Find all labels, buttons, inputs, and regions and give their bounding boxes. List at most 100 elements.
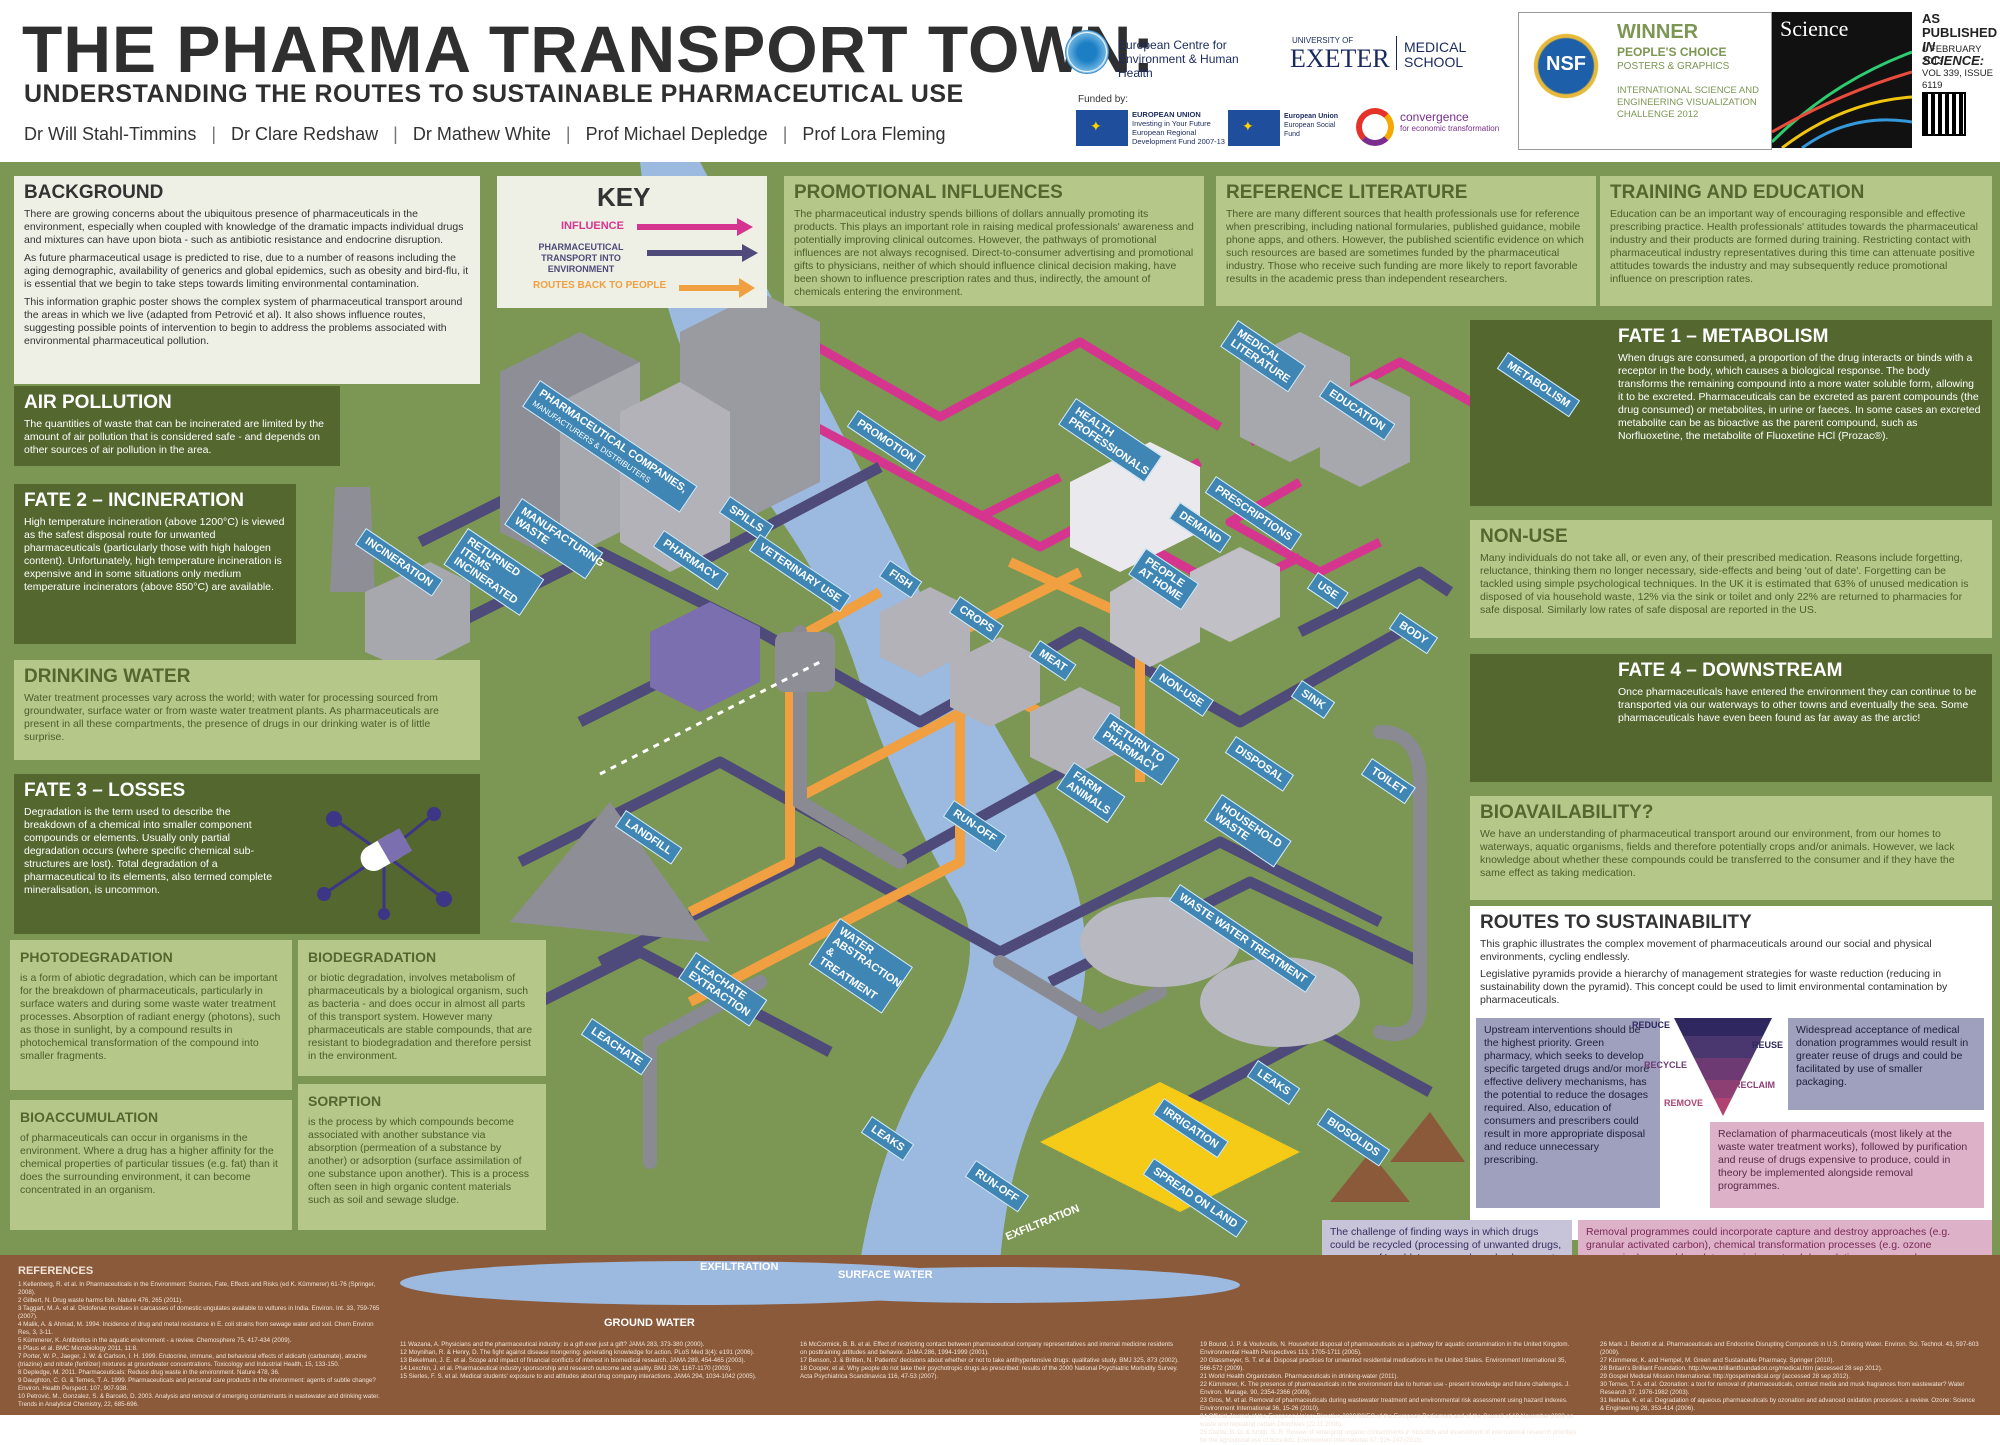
publication-date: 1 FEBRUARY 2013	[1922, 44, 1982, 67]
water-tower	[775, 632, 835, 692]
reference-item: 5 Kümmerer, K. Antibiotics in the aquati…	[18, 1337, 292, 1344]
eu-flag-icon: ✦	[1228, 110, 1280, 146]
reference-item: 20 Glassmeyer, S. T. et al. Disposal pra…	[1200, 1357, 1567, 1372]
training-education-title: TRAINING AND EDUCATION	[1610, 182, 1865, 203]
non-use-panel: NON-USE Many individuals do not take all…	[1470, 520, 1992, 638]
fate1-panel: FATE 1 – METABOLISM When drugs are consu…	[1470, 320, 1992, 506]
influence-arrow-icon	[637, 218, 753, 236]
nsf-badge-icon: NSF	[1531, 31, 1601, 101]
crops-building	[950, 637, 1040, 727]
convergence-line: convergence	[1400, 110, 1469, 124]
reference-item: 19 Bound, J. P. & Voulvoulis, N. Househo…	[1200, 1341, 1570, 1356]
pipe	[1373, 725, 1427, 1041]
air-pollution-panel: AIR POLLUTION The quantities of waste th…	[14, 386, 340, 466]
exfiltration-label: EXFILTRATION	[700, 1261, 779, 1273]
author-name: Dr Clare Redshaw	[231, 124, 379, 144]
eu-esf-line: European Union	[1284, 113, 1339, 120]
eu-flag-icon: ✦	[1076, 110, 1128, 146]
reference-item: 4 Malik, A. & Ahmad, M. 1994. Incidence …	[18, 1321, 374, 1336]
convergence-line: for economic transformation	[1400, 124, 1500, 133]
challenge-label: INTERNATIONAL SCIENCE AND ENGINEERING VI…	[1617, 85, 1759, 120]
fate3-title: FATE 3 – LOSSES	[24, 780, 186, 801]
separator: |	[565, 124, 571, 144]
health-building	[1070, 442, 1200, 572]
influence-route	[977, 472, 1063, 522]
reference-literature-text: There are many different sources that he…	[1226, 208, 1584, 285]
reference-item: 3 Taggart, M. A. et al. Diclofenac resid…	[18, 1305, 380, 1320]
sorption-title: SORPTION	[308, 1093, 382, 1109]
fate1-text: When drugs are consumed, a proportion of…	[1618, 352, 1981, 442]
key-routes-label: ROUTES BACK TO PEOPLE	[533, 280, 667, 291]
reference-item: 11 Wazana, A. Physicians and the pharmac…	[400, 1341, 705, 1348]
background-paragraph: There are growing concerns about the ubi…	[24, 208, 464, 246]
reference-item: 18 Cooper, et al. Why people do not take…	[800, 1365, 1178, 1380]
winner-award-box: NSF WINNER PEOPLE'S CHOICE POSTERS & GRA…	[1518, 12, 1772, 150]
key-influence-label: INFLUENCE	[561, 220, 624, 232]
transport-arrow-icon	[647, 244, 758, 262]
biodegradation-text: or biotic degradation, involves metaboli…	[308, 972, 533, 1062]
separator: |	[211, 124, 217, 144]
funded-by-label: Funded by:	[1078, 94, 1129, 105]
pyramid-label-remove: REMOVE	[1664, 1098, 1704, 1108]
biodegradation-panel: BIODEGRADATION or biotic degradation, in…	[298, 940, 546, 1076]
promotional-influences-text: The pharmaceutical industry spends billi…	[794, 208, 1194, 298]
fate2-title: FATE 2 – INCINERATION	[24, 490, 244, 511]
reference-item: 31 Ikehata, K. et al. Degradation of aqu…	[1600, 1397, 1975, 1412]
science-cover-art	[1772, 50, 1912, 148]
reference-item: 30 Ternes, T. A. et al. Ozonation: a too…	[1600, 1381, 1965, 1396]
fate4-text: Once pharmaceuticals have entered the en…	[1618, 686, 1977, 724]
groundwater-pool	[760, 1267, 1240, 1303]
key-panel: KEY INFLUENCE PHARMACEUTICAL TRANSPORT I…	[497, 176, 767, 274]
published-in-science: AS PUBLISHED IN SCIENCE:	[1922, 12, 2000, 68]
treatment-tank	[1200, 957, 1360, 1047]
published-line: AS PUBLISHED	[1922, 11, 1998, 40]
reference-item: 29 Gospel Medical Mission International.…	[1600, 1373, 1851, 1380]
author-list: Dr Will Stahl-Timmins | Dr Clare Redshaw…	[24, 124, 945, 145]
bioaccumulation-text: of pharmaceuticals can occur in organism…	[20, 1132, 278, 1196]
chimney	[330, 487, 375, 592]
references-column: 19 Bound, J. P. & Voulvoulis, N. Househo…	[1200, 1341, 1580, 1445]
photodegradation-panel: PHOTODEGRADATION is a form of abiotic de…	[10, 940, 292, 1090]
pharma-buildings	[500, 292, 820, 572]
pharmacy-building	[650, 602, 760, 712]
non-use-title: NON-USE	[1480, 526, 1568, 547]
background-title: BACKGROUND	[24, 182, 164, 203]
background-panel: BACKGROUND There are growing concerns ab…	[14, 176, 480, 384]
qr-code-icon[interactable]	[1922, 92, 1966, 136]
fate2-panel: FATE 2 – INCINERATION High temperature i…	[14, 484, 296, 644]
air-pollution-text: The quantities of waste that can be inci…	[24, 418, 325, 456]
fish-building	[880, 587, 970, 677]
pipe	[993, 955, 1167, 1030]
reference-item: 12 Moynihan, R. & Henry, D. The fight ag…	[400, 1349, 755, 1356]
reference-item: 27 Kümmerer, K. and Hempel, M. Green and…	[1600, 1357, 1835, 1364]
biosolids-pile	[1330, 1152, 1410, 1202]
bioaccumulation-title: BIOACCUMULATION	[20, 1109, 159, 1125]
routes-sustainability-title: ROUTES TO SUSTAINABILITY	[1480, 912, 1752, 933]
references-column: 1 Kellenberg, R. et al. In Pharmaceutica…	[18, 1281, 388, 1409]
separator: |	[393, 124, 398, 144]
influence-route	[1225, 478, 1383, 577]
reference-item: 22 Kümmerer, K. The presence of pharmace…	[1200, 1381, 1570, 1396]
logo-divider	[1396, 36, 1397, 70]
reference-item: 21 World Health Organization. Pharmaceut…	[1200, 1373, 1399, 1380]
published-line: IN SCIENCE:	[1922, 39, 1985, 68]
transport-route	[1297, 566, 1454, 637]
key-title: KEY	[597, 182, 651, 212]
sorption-text: is the process by which compounds become…	[308, 1116, 530, 1206]
biosolids-pile	[1390, 1112, 1465, 1162]
bioaccumulation-panel: BIOACCUMULATION of pharmaceuticals can o…	[10, 1100, 292, 1230]
science-logo: Science	[1780, 16, 1849, 41]
sorption-panel: SORPTION is the process by which compoun…	[298, 1084, 546, 1230]
drinking-water-title: DRINKING WATER	[24, 666, 191, 687]
fate3-panel: FATE 3 – LOSSES Degradation is the term …	[14, 774, 480, 934]
author-name: Dr Mathew White	[412, 124, 551, 144]
photodegradation-title: PHOTODEGRADATION	[20, 949, 173, 965]
upstream-box: Upstream interventions should be the hig…	[1476, 1018, 1660, 1208]
meat-building	[1030, 687, 1120, 777]
reference-item: 15 Sierles, F. S. et al. Medical student…	[400, 1373, 757, 1380]
pyramid-reclaim	[1705, 1080, 1741, 1098]
author-name: Dr Will Stahl-Timmins	[24, 124, 197, 144]
reference-item: 10 Petrović, M., Gonzalez, S. & Barceló,…	[18, 1393, 380, 1408]
author-name: Prof Lora Fleming	[802, 124, 946, 144]
bioavailability-text: We have an understanding of pharmaceutic…	[1480, 828, 1955, 879]
